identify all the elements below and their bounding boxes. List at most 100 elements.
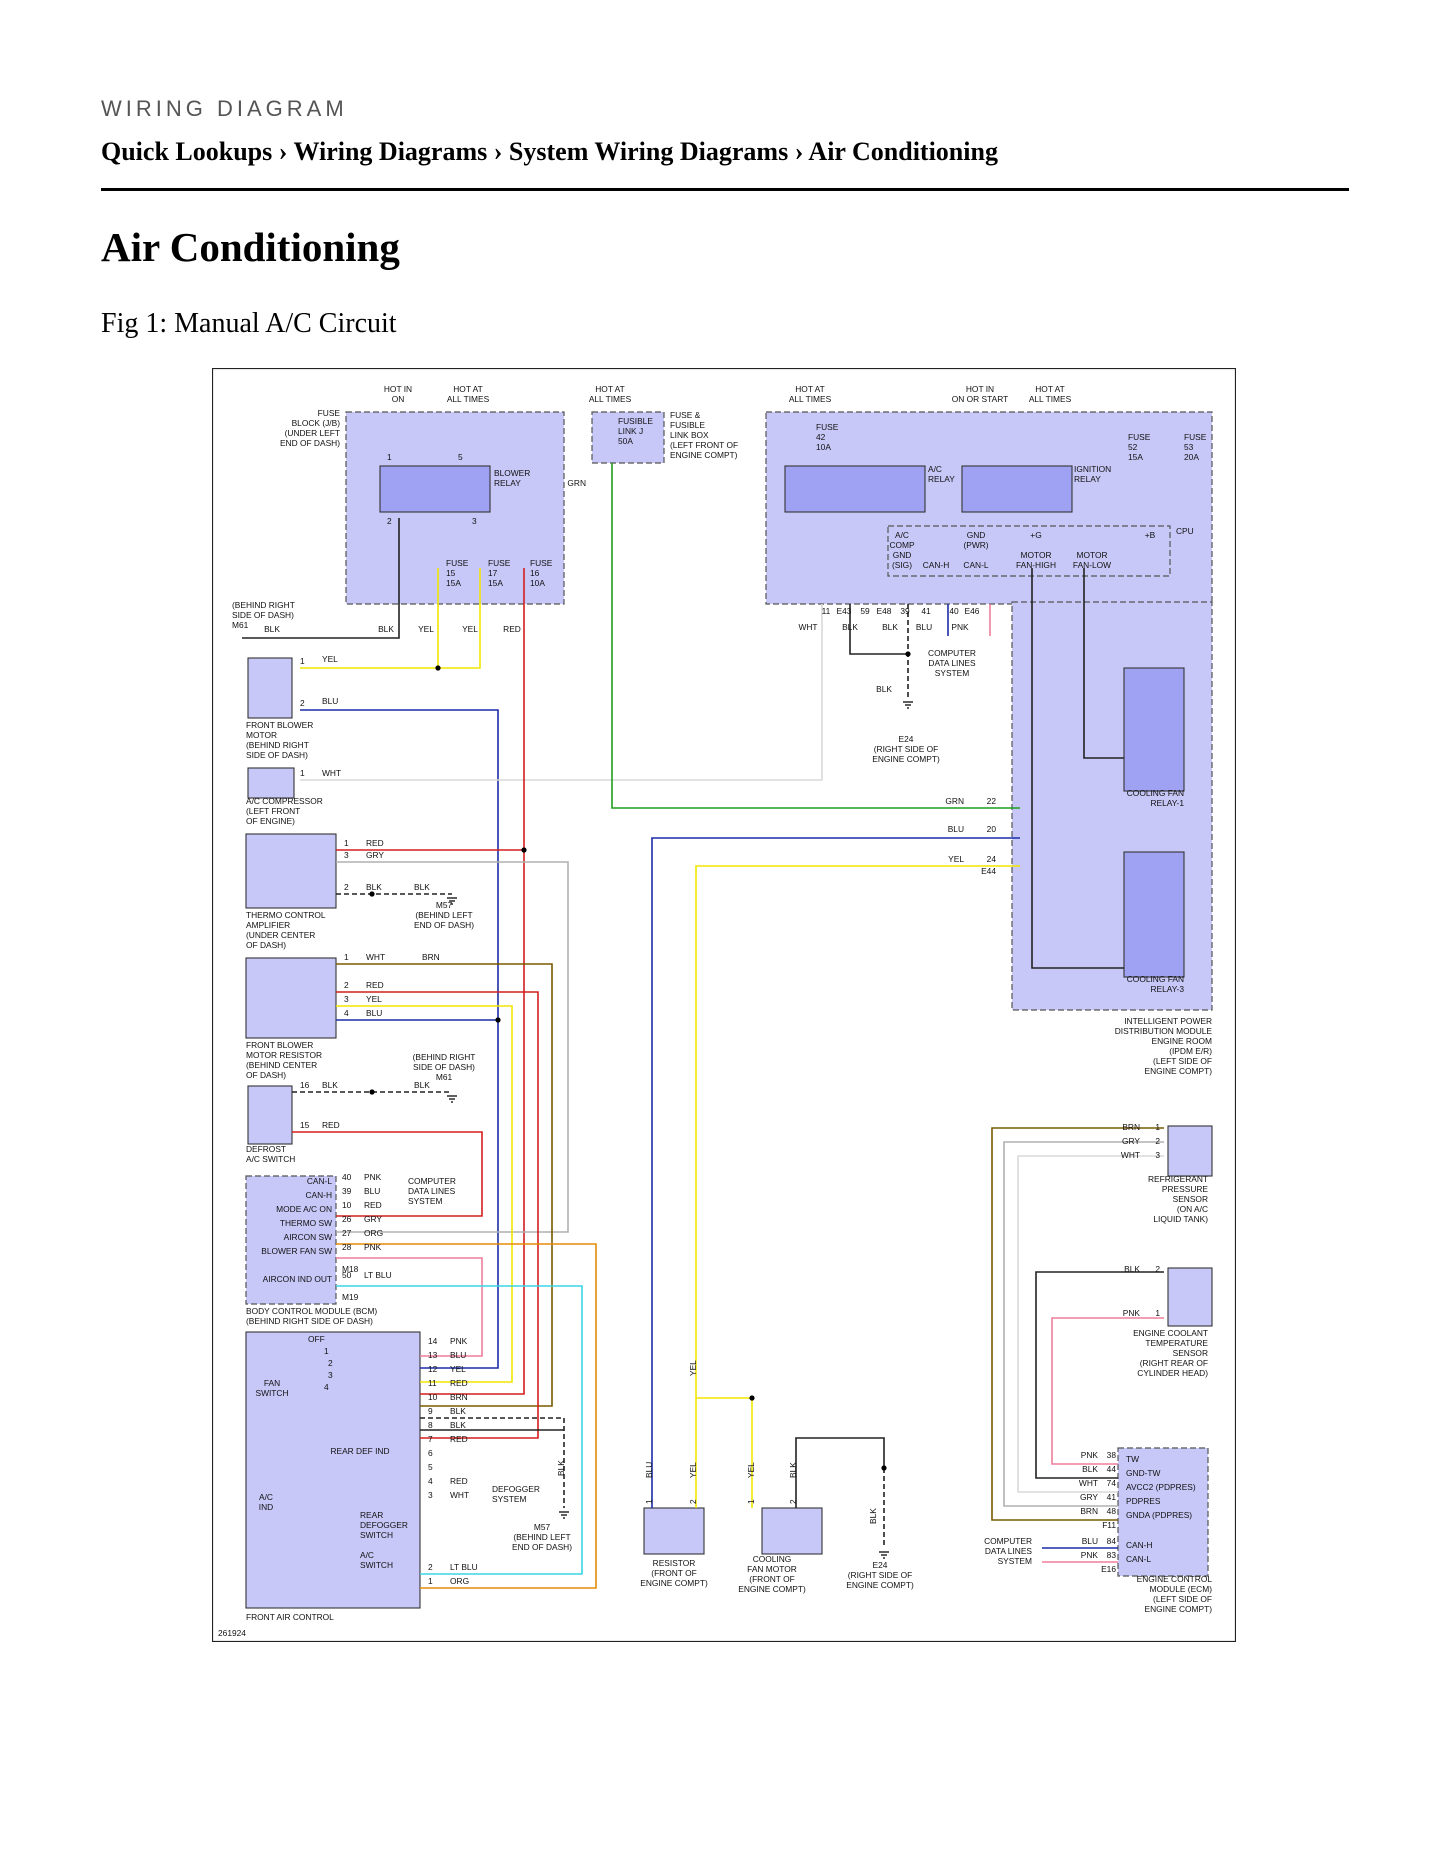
wire-brn-resistor	[336, 963, 553, 1407]
diagram-label: YEL	[688, 1462, 698, 1478]
diagram-label: WHT	[1121, 1150, 1140, 1160]
diagram-label: GND(SIG)	[892, 550, 912, 570]
diagram-label: 2	[1155, 1264, 1160, 1274]
diagram-label: 14	[428, 1336, 438, 1346]
diagram-label: 10	[342, 1200, 352, 1210]
diagram-label: CPU	[1176, 526, 1194, 536]
ground-symbol	[447, 897, 457, 905]
diagram-label: BLU	[364, 1186, 380, 1196]
diagram-label: ORG	[450, 1576, 469, 1586]
diagram-label: AIRCON SW	[284, 1232, 332, 1242]
diagram-label: 24	[987, 854, 997, 864]
diagram-label: BODY CONTROL MODULE (BCM)(BEHIND RIGHT S…	[246, 1306, 377, 1326]
wire-blk-relay3	[1031, 568, 1124, 969]
wire-pnk-bcm	[336, 1257, 483, 1357]
diagram-label: 2	[688, 1499, 698, 1504]
diagram-label: 11	[428, 1378, 437, 1388]
wire-gry-thermo	[336, 861, 569, 1233]
diagram-label: RED	[322, 1120, 340, 1130]
diagram-label: 59	[860, 606, 870, 616]
diagram-label: 26	[342, 1214, 352, 1224]
diagram-label: PNK	[1081, 1550, 1099, 1560]
diagram-label: 74	[1107, 1478, 1117, 1488]
blower-relay	[379, 465, 491, 513]
cooling-fan-motor	[761, 1507, 823, 1555]
wire-blk-ipdm-1	[849, 604, 908, 655]
splice-dot	[905, 651, 911, 657]
diagram-label: BLU	[366, 1008, 382, 1018]
diagram-label: GRN	[567, 478, 586, 488]
fusible-link-box	[591, 411, 665, 464]
front-air-control-box	[245, 1331, 421, 1609]
diagram-label: 41	[1107, 1492, 1117, 1502]
diagram-label: PDPRES	[1126, 1496, 1161, 1506]
cpu-box	[887, 525, 1171, 577]
diagram-label: BLK	[322, 1080, 338, 1090]
diagram-label: GRY	[366, 850, 384, 860]
diagram-label: E43	[837, 606, 852, 616]
diagram-label: GRY	[1080, 1492, 1098, 1502]
diagram-label: 50	[342, 1270, 352, 1280]
breadcrumb-item-quick-lookups[interactable]: Quick Lookups	[101, 137, 273, 166]
wire-blk-relay1	[1083, 568, 1124, 759]
wire-blk-blower-relay	[242, 518, 400, 639]
diagram-label: BLK	[556, 1460, 566, 1476]
diagram-label: 38	[1107, 1450, 1117, 1460]
wire-ltblu-bcm	[336, 1285, 583, 1575]
cooling-fan-relay-1	[1123, 667, 1185, 792]
page-kicker: WIRING DIAGRAM	[101, 96, 348, 121]
engine-coolant-temp-sensor	[1167, 1267, 1213, 1327]
diagram-label: 2	[300, 698, 305, 708]
diagram-label: E44	[981, 866, 996, 876]
breadcrumb-item-system-wiring-diagrams[interactable]: System Wiring Diagrams	[508, 137, 789, 166]
diagram-label: WHT	[450, 1490, 469, 1500]
breadcrumb-item-wiring-diagrams[interactable]: Wiring Diagrams	[293, 137, 488, 166]
diagram-label: GRN	[945, 796, 964, 806]
splice-dot	[435, 665, 441, 671]
diagram-label: PNK	[1123, 1308, 1141, 1318]
diagram-label: RED	[450, 1378, 468, 1388]
figure-caption: Fig 1: Manual A/C Circuit	[101, 308, 397, 339]
diagram-label: 5	[458, 452, 463, 462]
diagram-label: 2	[387, 516, 392, 526]
diagram-label: LT BLU	[364, 1270, 392, 1280]
diagram-label: 13	[428, 1350, 438, 1360]
diagram-label: MODE A/C ON	[276, 1204, 332, 1214]
diagram-label: AVCC2 (PDPRES)	[1126, 1482, 1196, 1492]
diagram-label: BLU	[450, 1350, 466, 1360]
diagram-label: BLK	[264, 624, 280, 634]
diagram-label: 83	[1107, 1550, 1117, 1560]
diagram-label: M18	[342, 1264, 359, 1274]
diagram-label: RED	[366, 980, 384, 990]
diagram-label: 4	[344, 1008, 349, 1018]
breadcrumb-item-air-conditioning[interactable]: Air Conditioning	[808, 137, 998, 166]
diagram-label: 1	[644, 1499, 654, 1504]
diagram-label: BLK	[842, 622, 858, 632]
diagram-label: 40	[949, 606, 959, 616]
diagram-label: 41	[921, 606, 931, 616]
diagram-label: 9	[428, 1406, 433, 1416]
diagram-label: M19	[342, 1292, 359, 1302]
diagram-label: 12	[428, 1364, 438, 1374]
diagram-label: 27	[342, 1228, 352, 1238]
diagram-label: BLK	[1124, 1264, 1140, 1274]
ground-symbol	[879, 1551, 889, 1559]
diagram-label: 39	[342, 1186, 352, 1196]
diagram-label: WHT	[1079, 1478, 1098, 1488]
diagram-label: CAN-H	[923, 560, 950, 570]
defrost-ac-switch	[247, 1085, 293, 1145]
front-blower-motor-resistor	[245, 957, 337, 1039]
wire-yel-resistor	[336, 1005, 513, 1383]
diagram-label: 28	[342, 1242, 352, 1252]
cooling-fan-relay-3	[1123, 851, 1185, 978]
